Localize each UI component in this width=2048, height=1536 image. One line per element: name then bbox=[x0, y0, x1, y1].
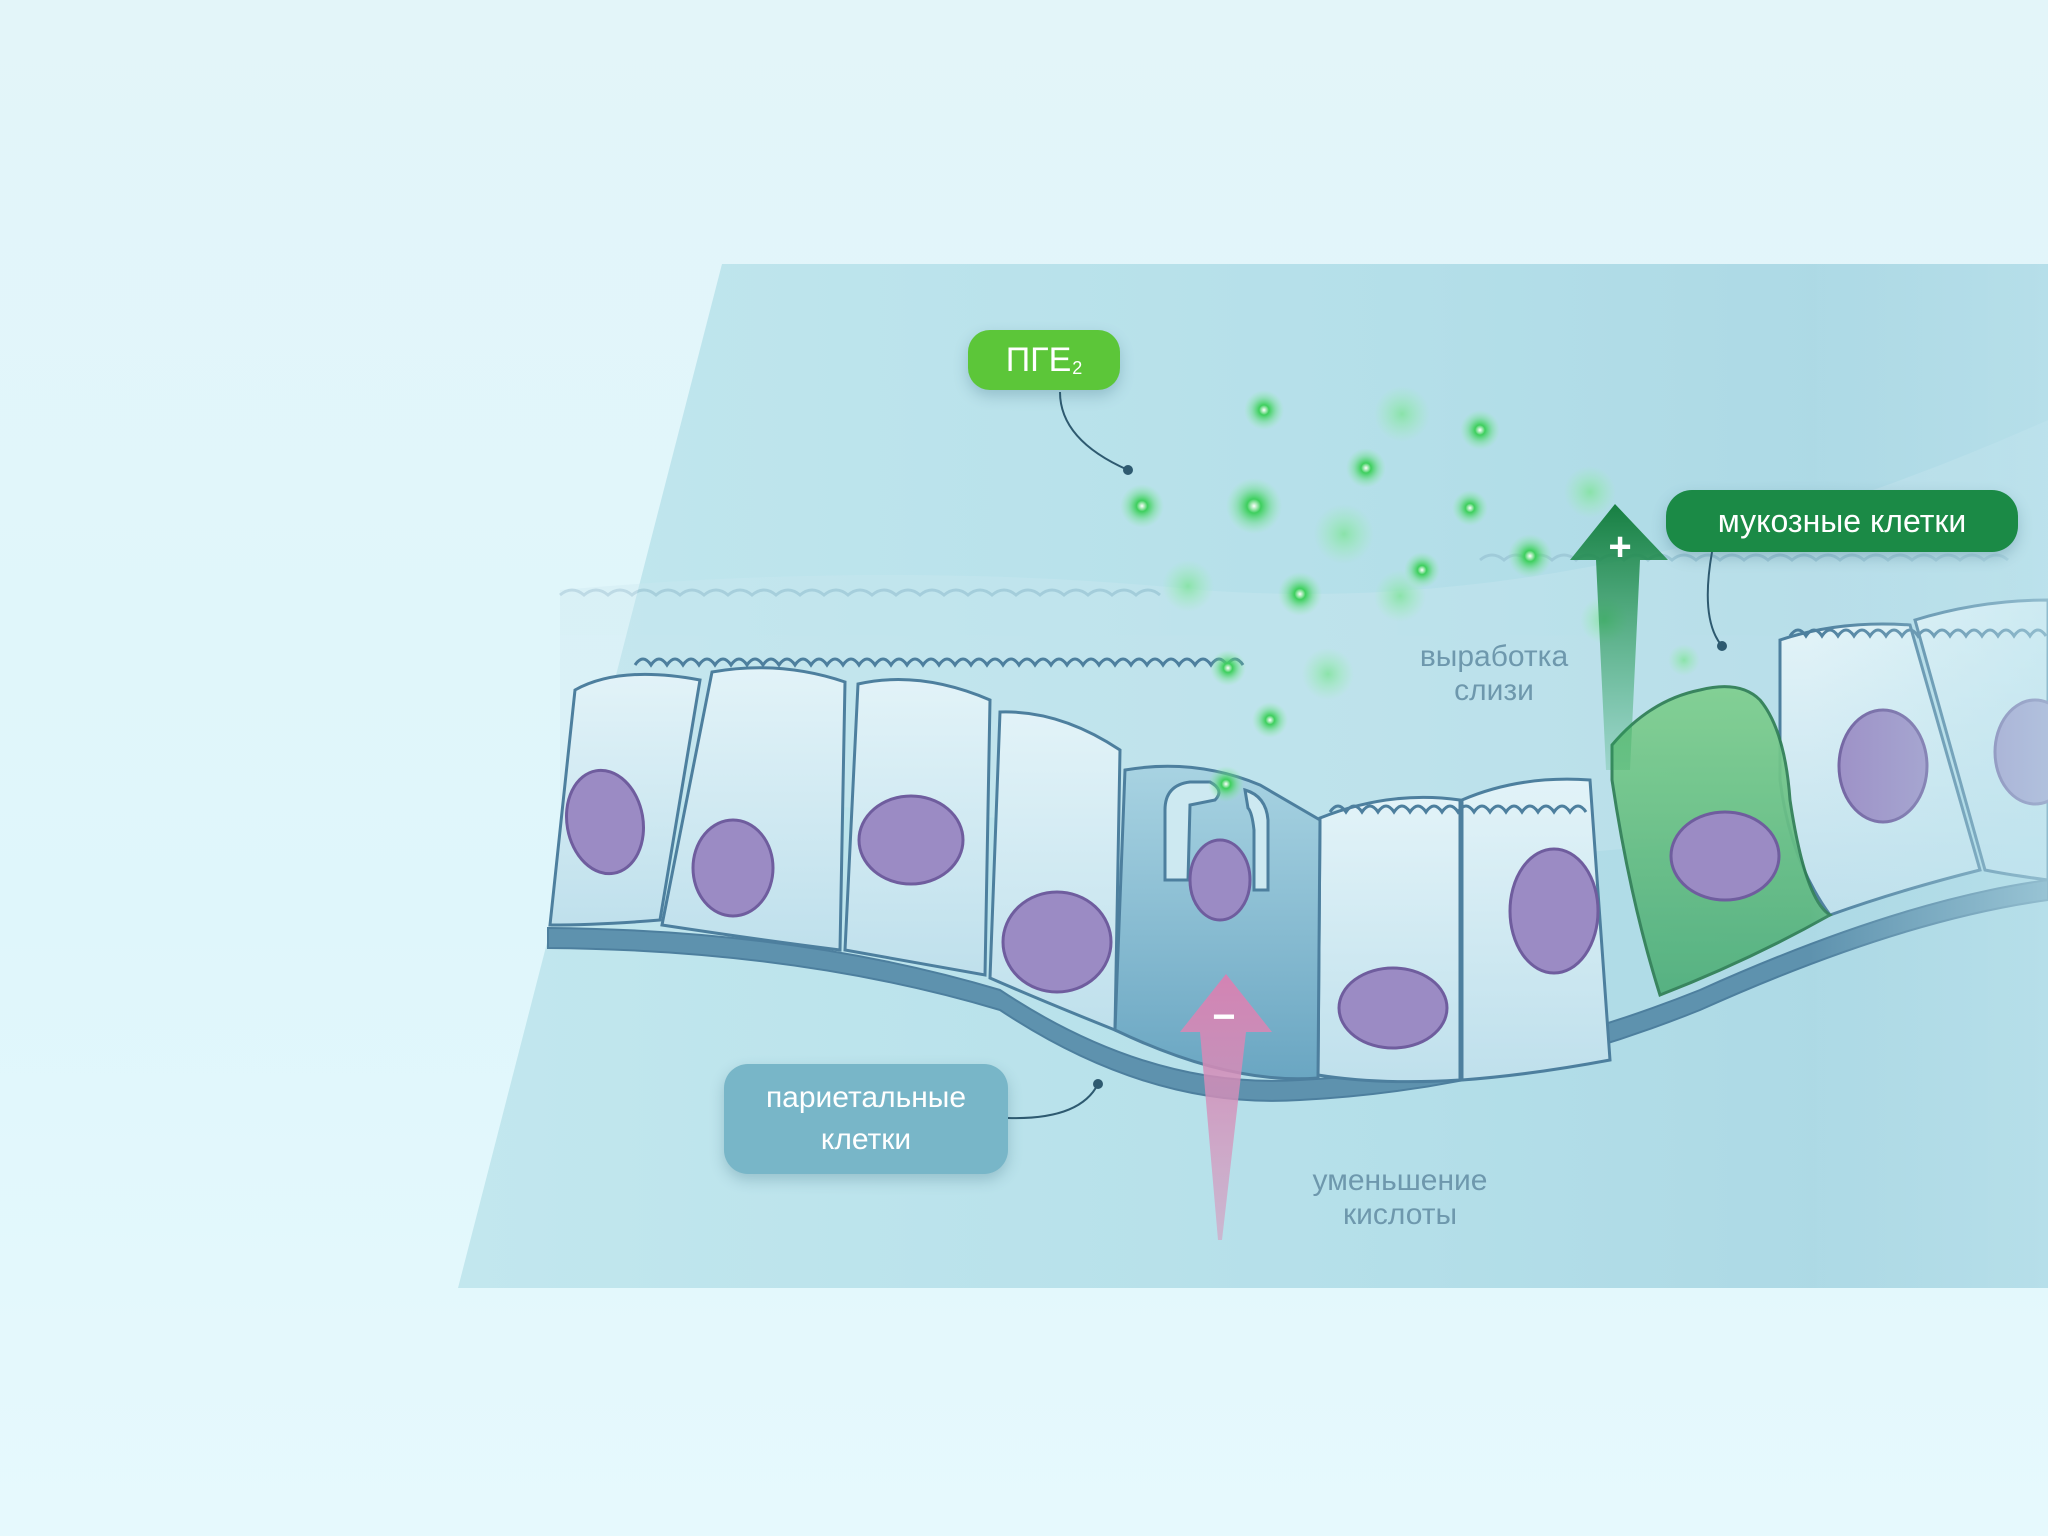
acid-reduction-line1: уменьшение bbox=[1312, 1164, 1488, 1197]
increase-sign: + bbox=[1608, 525, 1631, 569]
pge2-particles bbox=[1120, 386, 1700, 802]
pge2-particle bbox=[1374, 570, 1426, 622]
increase-arrow: + bbox=[1570, 504, 1668, 770]
pge2-particle bbox=[1278, 572, 1322, 616]
leader-lines bbox=[1007, 391, 1727, 1120]
pge2-particle bbox=[1452, 490, 1488, 526]
mucous-leader-dot bbox=[1717, 641, 1727, 651]
parietal-cells-label: париетальные клетки bbox=[724, 1064, 1008, 1174]
decrease-arrow: − bbox=[1180, 974, 1272, 1240]
pge-leader-line bbox=[1059, 391, 1129, 471]
mucous-leader-line bbox=[1706, 551, 1723, 647]
mucus-production-line2: слизи bbox=[1454, 674, 1534, 707]
pge2-particle bbox=[1508, 534, 1552, 578]
acid-reduction-note: уменьшение кислоты bbox=[1280, 1164, 1520, 1232]
pge2-particle bbox=[1120, 484, 1164, 528]
pge-leader-dot bbox=[1123, 465, 1133, 475]
right-fade bbox=[458, 264, 2048, 1288]
pge2-particle bbox=[1210, 650, 1246, 686]
pge2-particle bbox=[1162, 560, 1214, 612]
pge2-particle bbox=[1208, 766, 1244, 802]
mucus-production-line1: выработка bbox=[1419, 640, 1569, 673]
mucous-cells-label-text: мукозные клетки bbox=[1717, 502, 1967, 539]
parietal-leader-line bbox=[1007, 1083, 1099, 1120]
pge2-particle bbox=[1252, 702, 1288, 738]
pge2-particle bbox=[1460, 410, 1500, 450]
acid-reduction-line2: кислоты bbox=[1342, 1198, 1458, 1231]
pge2-particle bbox=[1346, 448, 1386, 488]
mucus-production-note: выработка слизи bbox=[1384, 640, 1604, 708]
pge2-particle bbox=[1302, 648, 1354, 700]
pge2-particle bbox=[1314, 504, 1374, 564]
pge2-particle bbox=[1226, 478, 1282, 534]
pge2-particle bbox=[1374, 386, 1430, 442]
mucous-cells-label: мукозные клетки bbox=[1666, 490, 2018, 552]
parietal-cells-label-line1: париетальные bbox=[765, 1081, 967, 1114]
parietal-cells-label-line2: клетки bbox=[820, 1123, 912, 1156]
decrease-sign: − bbox=[1212, 995, 1235, 1039]
pge2-particle bbox=[1564, 466, 1616, 518]
pge2-particle bbox=[1244, 390, 1284, 430]
pge2-particle bbox=[1668, 644, 1700, 676]
pge2-label-text: ПГЕ bbox=[1005, 340, 1072, 379]
pge2-label-subscript: 2 bbox=[1072, 357, 1083, 378]
parietal-leader-dot bbox=[1093, 1079, 1103, 1089]
